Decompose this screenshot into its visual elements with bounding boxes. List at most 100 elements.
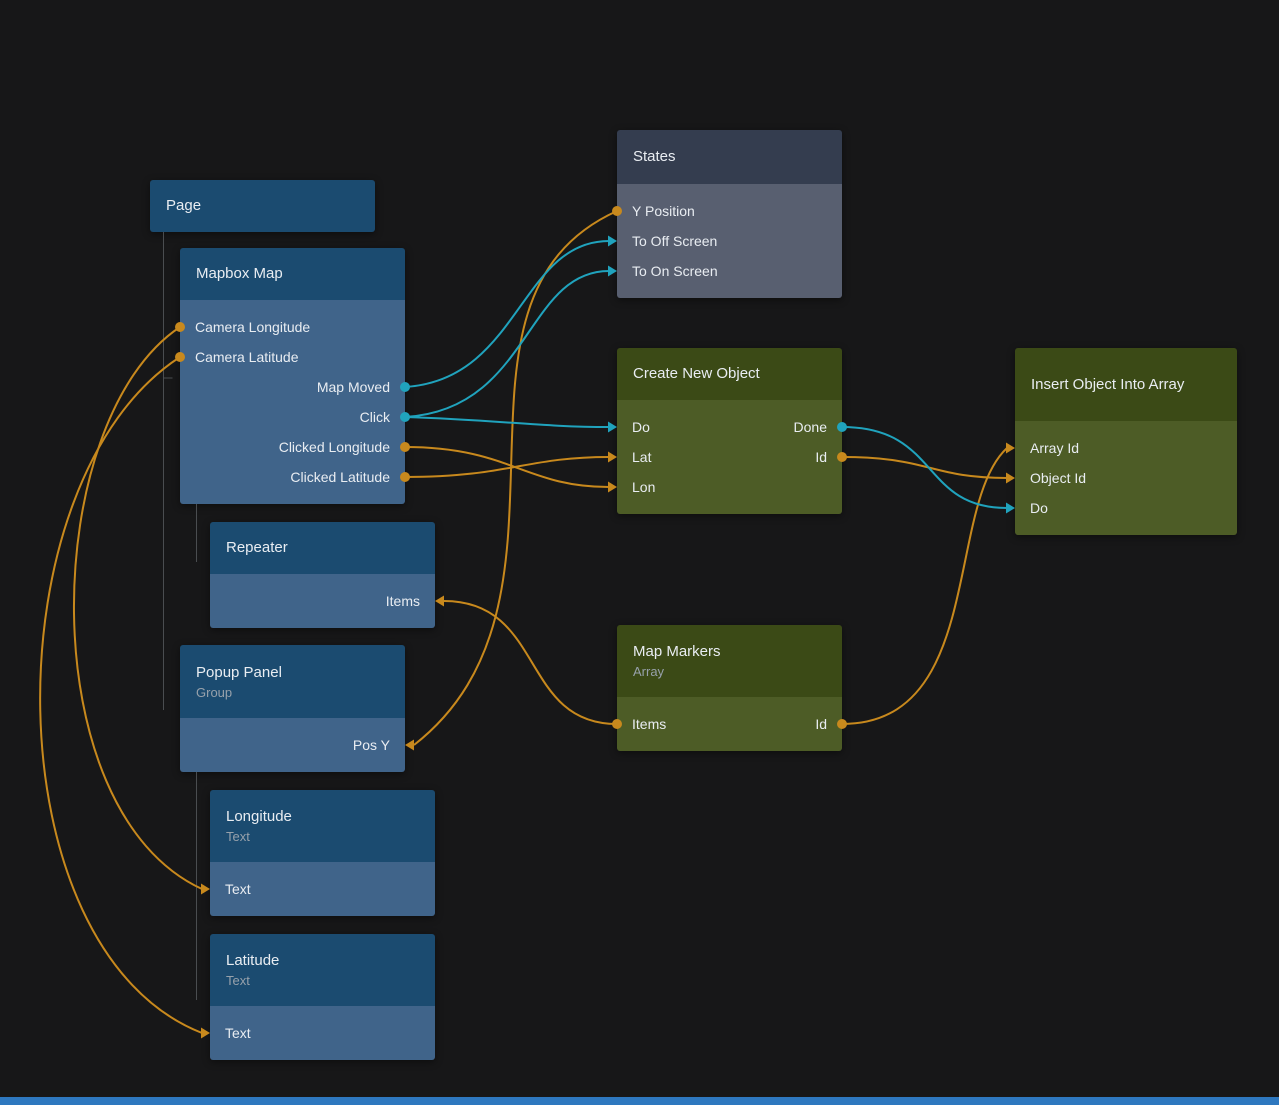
node-create-new-object-body: Do Done Lat Id Lon [617,400,842,514]
port-row-to-off-screen[interactable]: To Off Screen [617,226,842,256]
wire-map-markers-items-to-repeater-items[interactable] [443,600,618,725]
arrowhead-array-id-input [1006,442,1015,454]
node-latitude-header[interactable]: Latitude Text [210,934,435,1006]
port-row-lat-id[interactable]: Lat Id [617,442,842,472]
arrowhead-create-do-input [608,421,617,433]
node-repeater-header[interactable]: Repeater [210,522,435,574]
port-label-text: Text [225,1025,251,1041]
wire-click-to-on-screen[interactable] [404,270,610,418]
node-insert-object-into-array[interactable]: Insert Object Into Array Array Id Object… [1015,348,1237,535]
node-insert-object-into-array-body: Array Id Object Id Do [1015,421,1237,535]
node-popup-panel-header[interactable]: Popup Panel Group [180,645,405,718]
node-mapbox-map-body: Camera Longitude Camera Latitude Map Mov… [180,300,405,504]
port-label-do: Do [632,419,650,435]
node-page-header[interactable]: Page [150,180,375,232]
port-label-y-position: Y Position [632,203,695,219]
node-popup-panel[interactable]: Popup Panel Group Pos Y [180,645,405,772]
node-title: Mapbox Map [196,265,283,282]
port-row-items[interactable]: Items [210,586,435,616]
wire-click-to-create-do[interactable] [404,416,610,428]
node-page[interactable]: Page [150,180,375,232]
wire-clicked-longitude-to-lon[interactable] [404,446,610,488]
node-title: Create New Object [633,365,760,382]
port-row-pos-y[interactable]: Pos Y [180,730,405,760]
port-label-items: Items [385,593,420,609]
port-label-map-moved: Map Moved [316,379,390,395]
port-label-clicked-latitude: Clicked Latitude [290,469,390,485]
port-row-camera-latitude[interactable]: Camera Latitude [180,342,405,372]
port-row-clicked-latitude[interactable]: Clicked Latitude [180,462,405,492]
node-longitude-header[interactable]: Longitude Text [210,790,435,862]
port-row-text[interactable]: Text [210,1018,435,1048]
node-latitude[interactable]: Latitude Text Text [210,934,435,1060]
node-title: Popup Panel [196,663,282,681]
node-insert-object-into-array-header[interactable]: Insert Object Into Array [1015,348,1237,421]
node-title: Repeater [226,539,288,556]
port-row-to-on-screen[interactable]: To On Screen [617,256,842,286]
arrowhead-repeater-items-input [435,595,444,607]
arrowhead-to-off-screen-input [608,235,617,247]
port-label-do: Do [1030,500,1048,516]
node-mapbox-map[interactable]: Mapbox Map Camera Longitude Camera Latit… [180,248,405,504]
wire-done-to-insert-do[interactable] [841,426,1008,509]
port-row-camera-longitude[interactable]: Camera Longitude [180,312,405,342]
port-label-pos-y: Pos Y [352,737,390,753]
wire-create-id-to-object-id[interactable] [841,456,1008,479]
node-title: Longitude [226,808,292,825]
node-repeater-body: Items [210,574,435,628]
node-title: States [633,148,676,165]
node-title: Insert Object Into Array [1031,375,1185,393]
port-row-do-done[interactable]: Do Done [617,412,842,442]
port-label-click: Click [359,409,390,425]
port-row-items-id[interactable]: Items Id [617,709,842,739]
node-subtitle: Text [226,829,250,844]
port-row-map-moved[interactable]: Map Moved [180,372,405,402]
port-row-y-position[interactable]: Y Position [617,196,842,226]
port-row-do[interactable]: Do [1015,493,1237,523]
node-popup-panel-body: Pos Y [180,718,405,772]
arrowhead-to-on-screen-input [608,265,617,277]
arrowhead-lon-input [608,481,617,493]
port-label-id: Id [815,449,827,465]
port-row-array-id[interactable]: Array Id [1015,433,1237,463]
port-label-items: Items [632,716,667,732]
node-repeater[interactable]: Repeater Items [210,522,435,628]
port-label-clicked-longitude: Clicked Longitude [278,439,390,455]
wire-map-moved-to-off-screen[interactable] [404,240,610,388]
wire-y-position-to-pos-y[interactable] [413,210,618,746]
bottom-accent-bar [0,1097,1279,1105]
port-label-array-id: Array Id [1030,440,1080,456]
port-row-text[interactable]: Text [210,874,435,904]
node-states-header[interactable]: States [617,130,842,184]
node-title: Map Markers [633,643,721,660]
node-subtitle: Array [633,664,665,679]
node-longitude-body: Text [210,862,435,916]
node-longitude[interactable]: Longitude Text Text [210,790,435,916]
port-label-lon: Lon [632,479,656,495]
port-label-camera-latitude: Camera Latitude [195,349,299,365]
node-states-body: Y Position To Off Screen To On Screen [617,184,842,298]
arrowhead-object-id-input [1006,472,1015,484]
port-row-click[interactable]: Click [180,402,405,432]
arrowhead-insert-do-input [1006,502,1015,514]
node-create-new-object[interactable]: Create New Object Do Done Lat Id Lon [617,348,842,514]
port-label-done: Done [793,419,827,435]
node-create-new-object-header[interactable]: Create New Object [617,348,842,400]
port-row-lon[interactable]: Lon [617,472,842,502]
wire-map-markers-id-to-array-id[interactable] [841,447,1008,725]
node-map-markers[interactable]: Map Markers Array Items Id [617,625,842,751]
wire-camera-latitude-to-latitude-text[interactable] [39,356,203,1034]
arrowhead-latitude-text-input [201,1027,210,1039]
port-row-clicked-longitude[interactable]: Clicked Longitude [180,432,405,462]
node-title: Latitude [226,952,280,969]
wire-clicked-latitude-to-lat[interactable] [404,456,610,478]
node-states[interactable]: States Y Position To Off Screen To On Sc… [617,130,842,298]
port-label-to-on-screen: To On Screen [632,263,718,279]
port-row-object-id[interactable]: Object Id [1015,463,1237,493]
port-label-to-off-screen: To Off Screen [632,233,718,249]
node-map-markers-header[interactable]: Map Markers Array [617,625,842,697]
arrowhead-longitude-text-input [201,883,210,895]
arrowhead-pos-y-input [405,739,414,751]
node-mapbox-map-header[interactable]: Mapbox Map [180,248,405,300]
